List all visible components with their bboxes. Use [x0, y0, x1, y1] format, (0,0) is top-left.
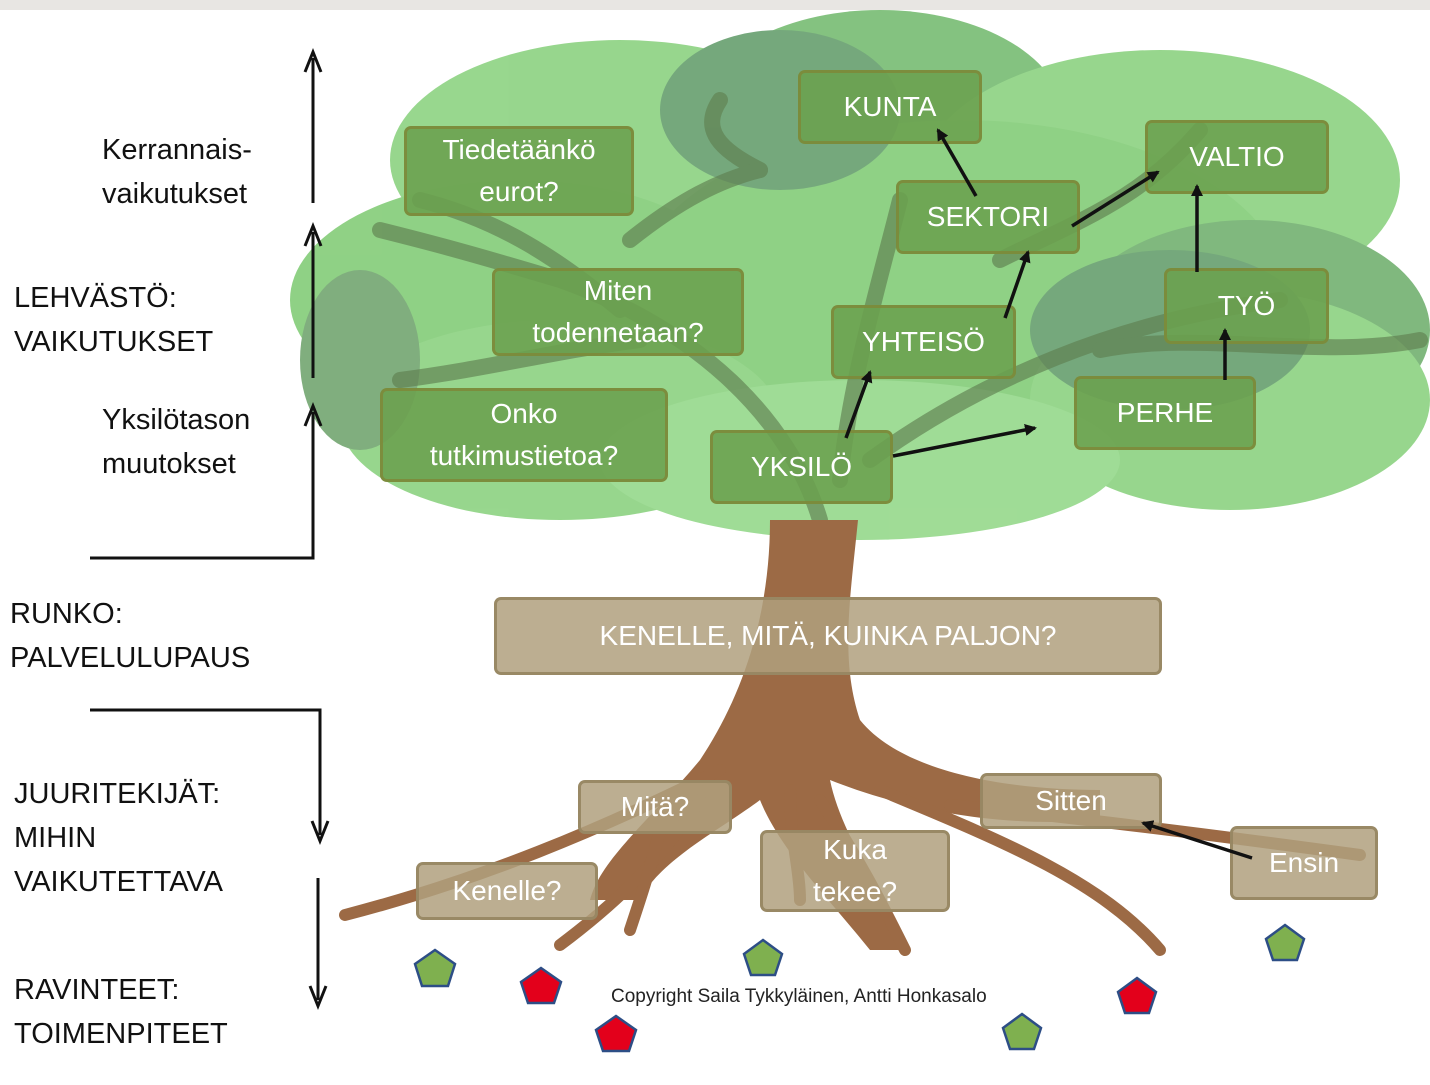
label-line: JUURITEKIJÄT:: [14, 778, 221, 810]
timeline-lines: [90, 47, 330, 1011]
label-line: TOIMENPITEET: [14, 1018, 228, 1050]
label-juuritekijat: JUURITEKIJÄT: MIHIN VAIKUTETTAVA: [14, 772, 223, 904]
copyright-text: Copyright Saila Tykkyläinen, Antti Honka…: [611, 986, 987, 1007]
box-tyo: TYÖ: [1164, 268, 1329, 344]
label-yksilotason-muutokset: Yksilötason muutokset: [102, 398, 250, 486]
label-lehvasto: LEHVÄSTÖ: VAIKUTUKSET: [14, 276, 213, 364]
box-yksilo: YKSILÖ: [710, 430, 893, 504]
box-line: tekee?: [812, 876, 898, 907]
box-kenelle: Kenelle?: [416, 862, 598, 920]
label-line: Yksilötason: [102, 404, 251, 436]
label-line: MIHIN: [14, 822, 97, 854]
box-line: eurot?: [479, 176, 559, 207]
box-perhe: PERHE: [1074, 376, 1256, 450]
label-line: VAIKUTUKSET: [14, 326, 214, 358]
box-ensin: Ensin: [1230, 826, 1378, 900]
label-ravinteet: RAVINTEET: TOIMENPITEET: [14, 968, 228, 1056]
box-line: Kuka: [823, 834, 887, 865]
box-mita: Mitä?: [578, 780, 732, 834]
box-line: tutkimustietoa?: [429, 440, 619, 471]
label-line: RUNKO:: [10, 598, 123, 630]
label-kerrannaisvaikutukset: Kerrannais- vaikutukset: [102, 128, 252, 216]
box-line: todennetaan?: [532, 317, 704, 348]
label-line: muutokset: [102, 448, 236, 480]
box-kenelle-mita-kuinka-paljon: KENELLE, MITÄ, KUINKA PALJON?: [494, 597, 1162, 675]
box-line: Miten: [583, 275, 653, 306]
label-line: vaikutukset: [102, 178, 248, 210]
box-sektori: SEKTORI: [896, 180, 1080, 254]
box-sitten: Sitten: [980, 773, 1162, 829]
box-kunta: KUNTA: [798, 70, 982, 144]
box-yhteiso: YHTEISÖ: [831, 305, 1016, 379]
box-line: Tiedetäänkö: [442, 134, 596, 165]
label-line: Kerrannais-: [102, 134, 252, 166]
trunk: [590, 520, 1100, 950]
label-runko: RUNKO: PALVELULUPAUS: [10, 592, 250, 680]
box-valtio: VALTIO: [1145, 120, 1329, 194]
box-line: Onko: [490, 398, 558, 429]
label-line: PALVELULUPAUS: [10, 642, 251, 674]
label-line: VAIKUTETTAVA: [14, 866, 223, 898]
box-tiedetaanko-eurot: Tiedetäänkö eurot?: [404, 126, 634, 216]
box-miten-todennetaan: Miten todennetaan?: [492, 268, 744, 356]
box-kuka-tekee: Kuka tekee?: [760, 830, 950, 912]
label-line: RAVINTEET:: [14, 974, 180, 1006]
box-onko-tutkimustietoa: Onko tutkimustietoa?: [380, 388, 668, 482]
label-line: LEHVÄSTÖ:: [14, 282, 177, 314]
